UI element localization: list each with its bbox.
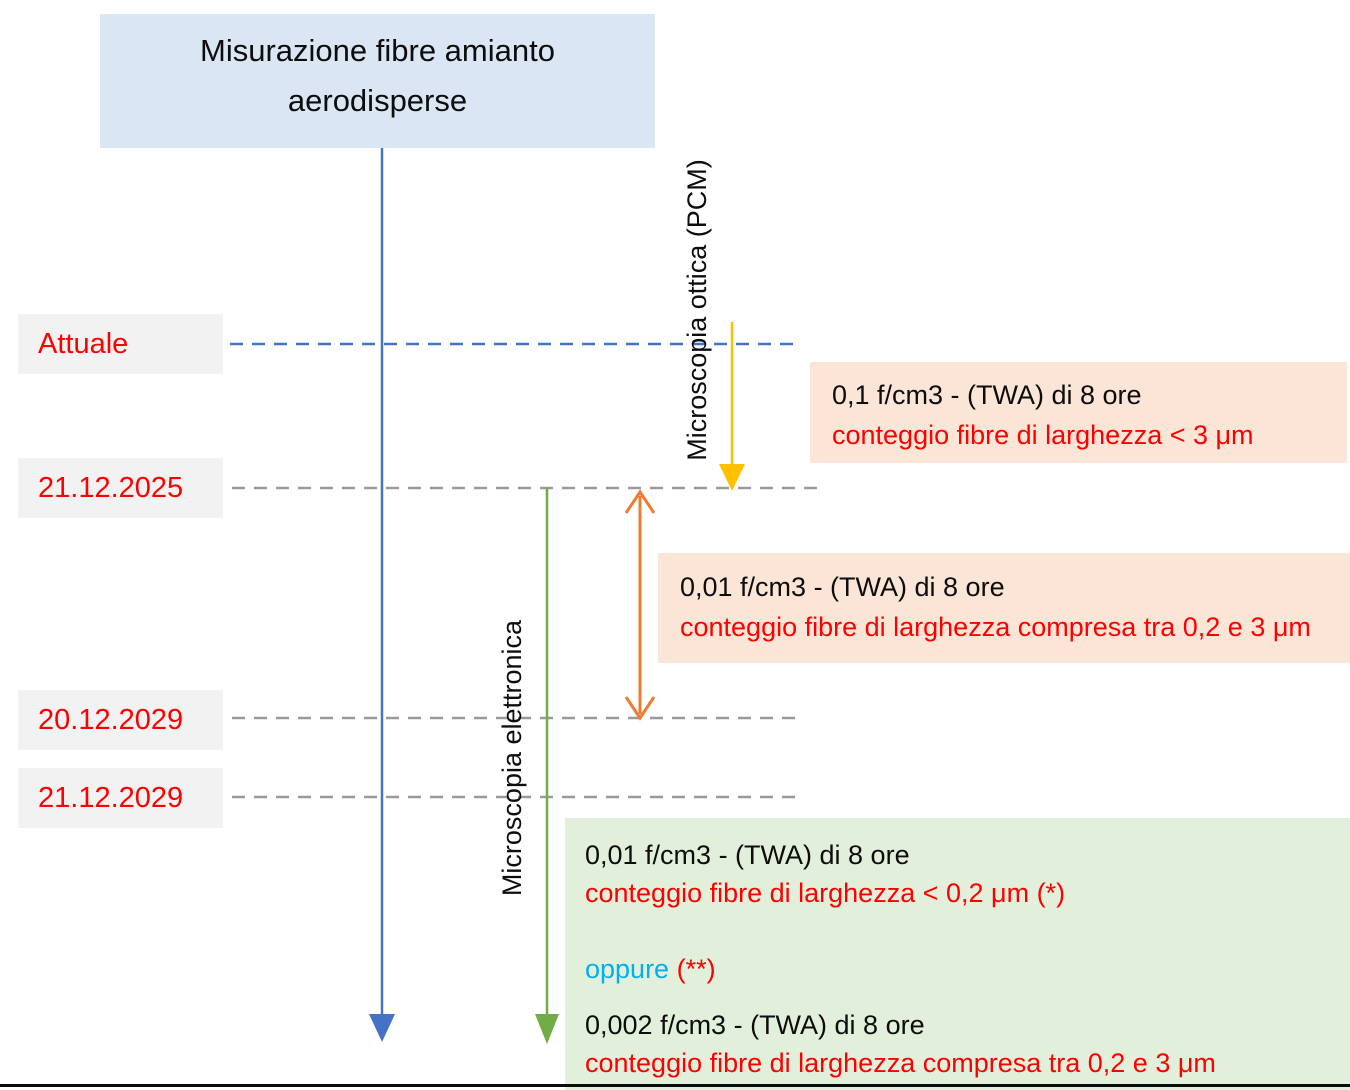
oppure-note: (**) [669,954,716,984]
pcm-counting-rule: conteggio fibre di larghezza < 3 μm [832,420,1254,450]
timeline-label-2029-20dec: 20.12.2029 [18,690,223,750]
diagram-title: Misurazione fibre amianto aerodisperse [200,33,555,118]
page-bottom-rule [0,1084,1350,1087]
pcm-arrowhead-icon [719,464,745,491]
callout-transition-limit: 0,01 f/cm3 - (TWA) di 8 ore conteggio fi… [658,553,1350,663]
electron-limit2-value: 0,002 f/cm3 - (TWA) di 8 ore [585,1010,925,1040]
callout-electron-limit: 0,01 f/cm3 - (TWA) di 8 ore conteggio fi… [565,818,1350,1090]
electron-microscopy-label: Microscopia elettronica [497,619,527,897]
pcm-limit-value: 0,1 f/cm3 - (TWA) di 8 ore [832,380,1142,410]
timeline-label-2025: 21.12.2025 [18,458,223,518]
timeline-label-attuale: Attuale [18,314,223,374]
electron-arrowhead-icon [535,1014,559,1044]
transition-limit-value: 0,01 f/cm3 - (TWA) di 8 ore [680,572,1005,602]
main-timeline-arrowhead-icon [369,1014,395,1042]
timeline-label-2029-21dec: 21.12.2029 [18,768,223,828]
transition-arrowhead-bottom-icon [624,696,656,721]
callout-pcm-limit: 0,1 f/cm3 - (TWA) di 8 ore conteggio fib… [810,362,1347,463]
oppure-word: oppure [585,954,670,984]
electron-limit1-value: 0,01 f/cm3 - (TWA) di 8 ore [585,840,910,870]
electron-counting-rule1: conteggio fibre di larghezza < 0,2 μm (*… [585,878,1066,908]
electron-counting-rule2: conteggio fibre di larghezza compresa tr… [585,1048,1216,1078]
transition-arrowhead-top-icon [624,489,656,514]
optical-microscopy-label: Microscopia ottica (PCM) [682,159,712,461]
title-box: Misurazione fibre amianto aerodisperse [100,14,655,148]
transition-counting-rule: conteggio fibre di larghezza compresa tr… [680,612,1311,642]
electron-or-row: oppure (**) [585,950,1350,988]
